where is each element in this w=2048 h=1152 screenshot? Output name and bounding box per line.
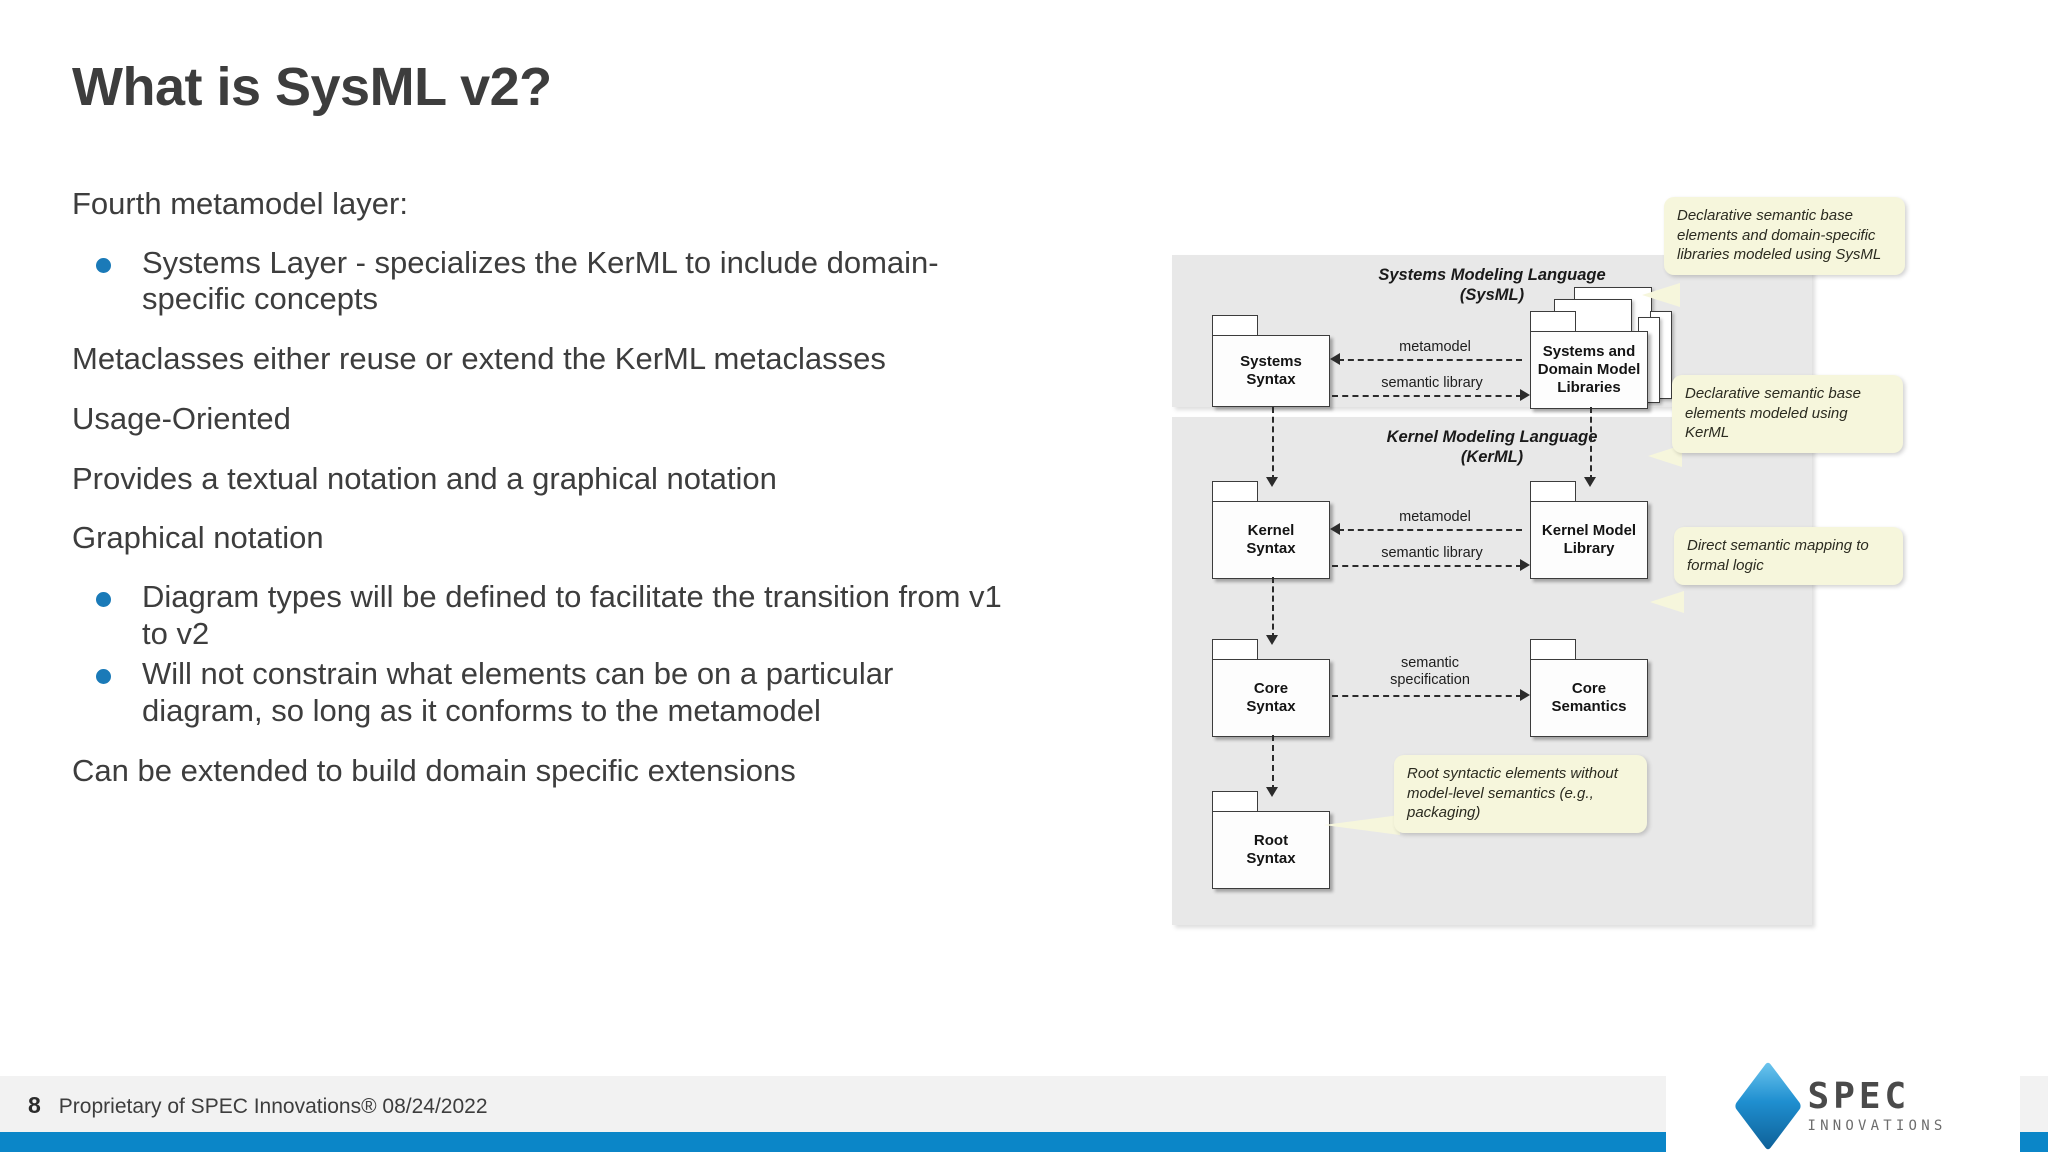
bullet-dot-icon — [96, 257, 111, 273]
package-label: Kernel Model Library — [1530, 501, 1648, 579]
edge-arrow-right — [1520, 389, 1530, 401]
edge-label-metamodel: metamodel — [1399, 339, 1471, 355]
package-label: Root Syntax — [1212, 811, 1330, 889]
edge-label-metamodel: metamodel — [1399, 509, 1471, 525]
edge-vertical-libraries-to-kernel-library — [1590, 407, 1592, 481]
edge-label-semantic-specification: semantic specification — [1390, 655, 1470, 689]
edge-arrow-down — [1584, 477, 1596, 487]
edge-kerml-metamodel-line — [1338, 529, 1522, 531]
package-tab — [1530, 639, 1576, 660]
edge-vertical-kernel-to-core — [1272, 577, 1274, 639]
list-item: Systems Layer - specializes the KerML to… — [72, 245, 1022, 318]
panel-sysml-title: Systems Modeling Language (SysML) — [1378, 266, 1606, 305]
edge-label-semantic-library: semantic library — [1381, 375, 1483, 391]
edge-sysml-semantic-library-line — [1332, 395, 1522, 397]
list-item: Diagram types will be defined to facilit… — [72, 579, 1022, 652]
callout-tail-icon — [1650, 591, 1684, 613]
package-tab — [1530, 311, 1576, 332]
sysml-kerml-architecture-diagram: Systems Modeling Language (SysML) Kernel… — [1172, 197, 1905, 925]
logo: SPEC INNOVATIONS — [1666, 1060, 2020, 1152]
paragraph-fourth-metamodel-layer: Fourth metamodel layer: — [72, 186, 408, 221]
list-item-label: Systems Layer - specializes the KerML to… — [142, 244, 939, 317]
bullet-list-graphical-notation: Diagram types will be defined to facilit… — [72, 579, 1022, 729]
list-item: Will not constrain what elements can be … — [72, 656, 1022, 729]
edge-arrow-down — [1266, 787, 1278, 797]
package-label: Kernel Syntax — [1212, 501, 1330, 579]
diamond-logo-icon — [1733, 1060, 1802, 1152]
accent-bar-right — [2020, 1132, 2048, 1152]
logo-wordmark: SPEC INNOVATIONS — [1807, 1076, 1947, 1134]
list-item-label: Will not constrain what elements can be … — [142, 656, 894, 728]
paragraph-metaclasses: Metaclasses either reuse or extend the K… — [72, 340, 886, 376]
edge-arrow-left — [1330, 523, 1340, 535]
panel-kerml-title: Kernel Modeling Language (KerML) — [1386, 428, 1598, 467]
paragraph-graphical-notation: Graphical notation — [72, 520, 324, 556]
callout-kerml-library: Declarative semantic base elements model… — [1672, 375, 1903, 453]
paragraph-usage-oriented: Usage-Oriented — [72, 400, 291, 436]
content-body: Fourth metamodel layer: Systems Layer - … — [72, 185, 1022, 811]
callout-root-syntax: Root syntactic elements without model-le… — [1394, 755, 1647, 833]
logo-brand: SPEC — [1807, 1076, 1911, 1117]
edge-vertical-core-to-root — [1272, 735, 1274, 791]
edge-vertical-systems-to-kernel — [1272, 407, 1274, 481]
package-label: Core Semantics — [1530, 659, 1648, 737]
package-tab — [1212, 481, 1258, 502]
callout-sysml-libraries: Declarative semantic base elements and d… — [1664, 197, 1905, 275]
paragraph-domain-specific-extensions: Can be extended to build domain specific… — [72, 752, 796, 788]
bullet-dot-icon — [96, 669, 111, 685]
package-tab — [1530, 481, 1576, 502]
package-label: Core Syntax — [1212, 659, 1330, 737]
edge-kerml-semantic-library-line — [1332, 565, 1522, 567]
bullet-list-systems-layer: Systems Layer - specializes the KerML to… — [72, 245, 1022, 318]
edge-sysml-metamodel-line — [1338, 359, 1522, 361]
footer: 8 Proprietary of SPEC Innovations® 08/24… — [28, 1092, 488, 1119]
package-tab — [1212, 791, 1258, 812]
page-title: What is SysML v2? — [72, 57, 552, 117]
edge-arrow-right — [1520, 559, 1530, 571]
bullet-dot-icon — [96, 592, 111, 608]
accent-bar — [0, 1132, 1666, 1152]
package-label: Systems Syntax — [1212, 335, 1330, 407]
edge-arrow-down — [1266, 477, 1278, 487]
package-tab — [1212, 315, 1258, 336]
edge-arrow-right — [1520, 689, 1530, 701]
page-number: 8 — [28, 1092, 41, 1118]
footer-note: Proprietary of SPEC Innovations® 08/24/2… — [58, 1095, 488, 1118]
logo-tagline: INNOVATIONS — [1807, 1118, 1947, 1134]
edge-semantic-specification-line — [1332, 695, 1522, 697]
callout-tail-icon — [1648, 445, 1682, 467]
callout-tail-icon — [1324, 815, 1400, 835]
callout-core-semantics: Direct semantic mapping to formal logic — [1674, 527, 1903, 585]
edge-arrow-down — [1266, 635, 1278, 645]
edge-arrow-left — [1330, 353, 1340, 365]
callout-tail-icon — [1642, 283, 1680, 307]
package-label: Systems and Domain Model Libraries — [1530, 331, 1648, 409]
package-tab — [1212, 639, 1258, 660]
edge-label-semantic-library: semantic library — [1381, 545, 1483, 561]
paragraph-textual-graphical-notation: Provides a textual notation and a graphi… — [72, 460, 777, 496]
list-item-label: Diagram types will be defined to facilit… — [142, 579, 1002, 651]
